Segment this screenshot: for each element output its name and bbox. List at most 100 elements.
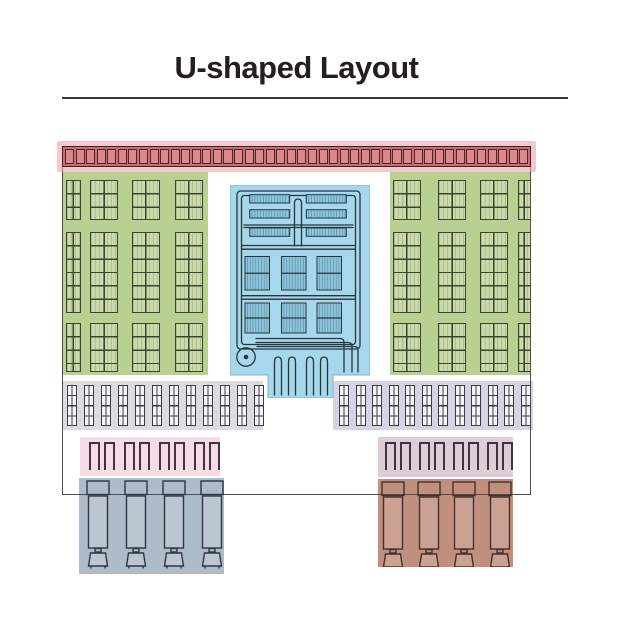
rack-block <box>175 180 203 220</box>
truck-hitch <box>496 548 504 554</box>
title-divider <box>62 97 568 99</box>
truck-hitch <box>132 547 140 553</box>
truck-cab <box>489 553 511 567</box>
dock-door-cell <box>498 149 508 164</box>
rack-block <box>175 323 203 372</box>
flow-zone-center <box>230 185 370 398</box>
dock-door-box <box>162 480 186 496</box>
lane-comb <box>385 442 396 470</box>
lane-comb <box>194 442 205 470</box>
dock-door-cell <box>329 149 339 164</box>
shelf-unit <box>421 385 432 426</box>
lane-comb <box>419 442 430 470</box>
dock-door-cell <box>403 149 413 164</box>
truck <box>417 481 441 567</box>
dock-door-cell <box>128 149 138 164</box>
rack-block <box>66 180 81 220</box>
rack-block <box>438 180 466 220</box>
truck-hitch <box>170 547 178 553</box>
truck-cab <box>201 552 223 567</box>
shelf-unit <box>118 385 128 426</box>
dock-door-box <box>200 480 224 496</box>
shelf-unit <box>388 385 399 426</box>
trucks-svg <box>381 481 512 567</box>
truck-trailer <box>453 496 475 550</box>
dock-door-cell <box>234 149 244 164</box>
shelf-unit <box>355 385 366 426</box>
flow-rack-block <box>281 256 307 291</box>
truck-cab <box>382 553 404 567</box>
shelf-unit <box>339 385 349 426</box>
rack-block <box>90 180 118 220</box>
shelf-unit <box>203 385 213 426</box>
truck-trailer <box>418 496 440 550</box>
lane-comb <box>159 442 170 470</box>
dock-door-cell <box>149 149 159 164</box>
truck <box>200 480 224 569</box>
flow-rack-block <box>316 256 342 291</box>
truck-cab <box>125 552 147 567</box>
truck-hitch <box>94 547 102 553</box>
dock-door-cell <box>339 149 349 164</box>
truck-trailer <box>382 496 404 550</box>
dock-door-box <box>381 481 405 497</box>
dock-door-cell <box>350 149 360 164</box>
dock-door-box <box>124 480 148 496</box>
flow-rack-block <box>316 302 342 334</box>
shipping-lane <box>305 356 315 396</box>
lane-comb <box>174 442 185 470</box>
dock-door-cell <box>96 149 106 164</box>
dock-door-cell <box>160 149 170 164</box>
lane-comb <box>434 442 445 470</box>
truck-trailer <box>87 495 109 549</box>
rack-block <box>393 180 421 220</box>
dock-door-box <box>452 481 476 497</box>
lane-comb <box>104 442 115 470</box>
dock-door-cell <box>244 149 254 164</box>
rack-block <box>132 323 160 372</box>
lane-comb <box>89 442 100 470</box>
flow-rack-bar <box>305 227 347 237</box>
rack-zone-left <box>62 172 208 375</box>
dock-door-cell <box>255 149 265 164</box>
lane-comb <box>468 442 479 470</box>
flow-rack-block <box>281 302 307 334</box>
truck-hitch <box>460 548 468 554</box>
dock-door-cell <box>487 149 497 164</box>
shelf-unit <box>471 385 481 426</box>
truck <box>452 481 476 567</box>
truck <box>162 480 186 569</box>
rack-block <box>66 232 81 313</box>
flow-rack-bar <box>305 209 347 219</box>
flow-rack-block <box>244 302 270 334</box>
dock-door-box <box>417 481 441 497</box>
shelf-unit <box>372 385 382 426</box>
shelf-unit <box>487 385 498 426</box>
flow-path-lines <box>236 190 361 396</box>
shelf-unit <box>67 385 77 426</box>
rack-block <box>90 232 118 313</box>
dock-door-cell <box>466 149 476 164</box>
dock-door-cell <box>170 149 180 164</box>
dock-door-cell <box>318 149 328 164</box>
dock-door-cell <box>434 149 444 164</box>
rack-block <box>438 323 466 372</box>
dock-door-cell <box>276 149 286 164</box>
dock-door-cell <box>117 149 127 164</box>
dock-door-box <box>488 481 512 497</box>
dock-door-cell <box>297 149 307 164</box>
dock-door-cell <box>138 149 148 164</box>
rack-block <box>480 180 508 220</box>
flow-rack-bar <box>249 227 291 237</box>
lane-comb <box>139 442 150 470</box>
truck <box>86 480 110 569</box>
dock-door-cell <box>476 149 486 164</box>
truck-cab <box>87 552 109 567</box>
dock-door-cell <box>307 149 317 164</box>
comb-strip-right <box>378 437 513 477</box>
dock-door-cell <box>107 149 117 164</box>
truck-cab <box>163 552 185 567</box>
dock-door-cell <box>181 149 191 164</box>
shelf-unit <box>504 385 514 426</box>
dock-door-cell <box>519 149 529 164</box>
